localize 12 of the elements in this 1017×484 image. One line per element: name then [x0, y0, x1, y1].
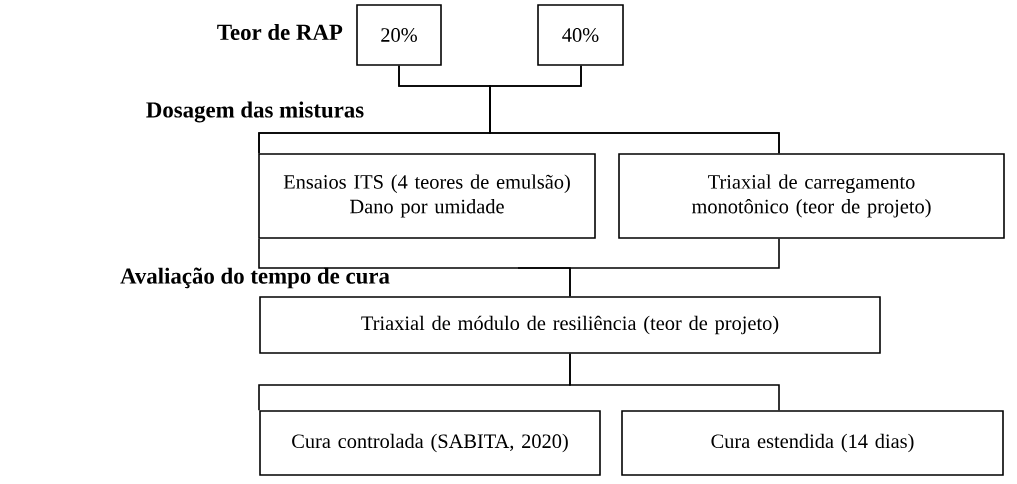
connector-line [569, 353, 780, 411]
process-box: Triaxial de carregamento monotônico (teor de projeto) [618, 153, 1005, 239]
process-box: 40% [537, 4, 624, 66]
process-box: Ensaios ITS (4 teores de emulsão) Dano por umidade [258, 153, 596, 239]
process-box: Cura controlada (SABITA, 2020) [259, 410, 601, 476]
process-box: Cura estendida (14 dias) [621, 410, 1004, 476]
process-box: Triaxial de módulo de resiliência (teor de projeto) [259, 296, 881, 354]
process-box: 20% [356, 4, 442, 66]
section-heading: Dosagem das misturas [146, 101, 364, 123]
section-heading: Avaliação do tempo de cura [120, 267, 390, 289]
connector-line [517, 238, 780, 297]
connector-line [489, 65, 780, 154]
